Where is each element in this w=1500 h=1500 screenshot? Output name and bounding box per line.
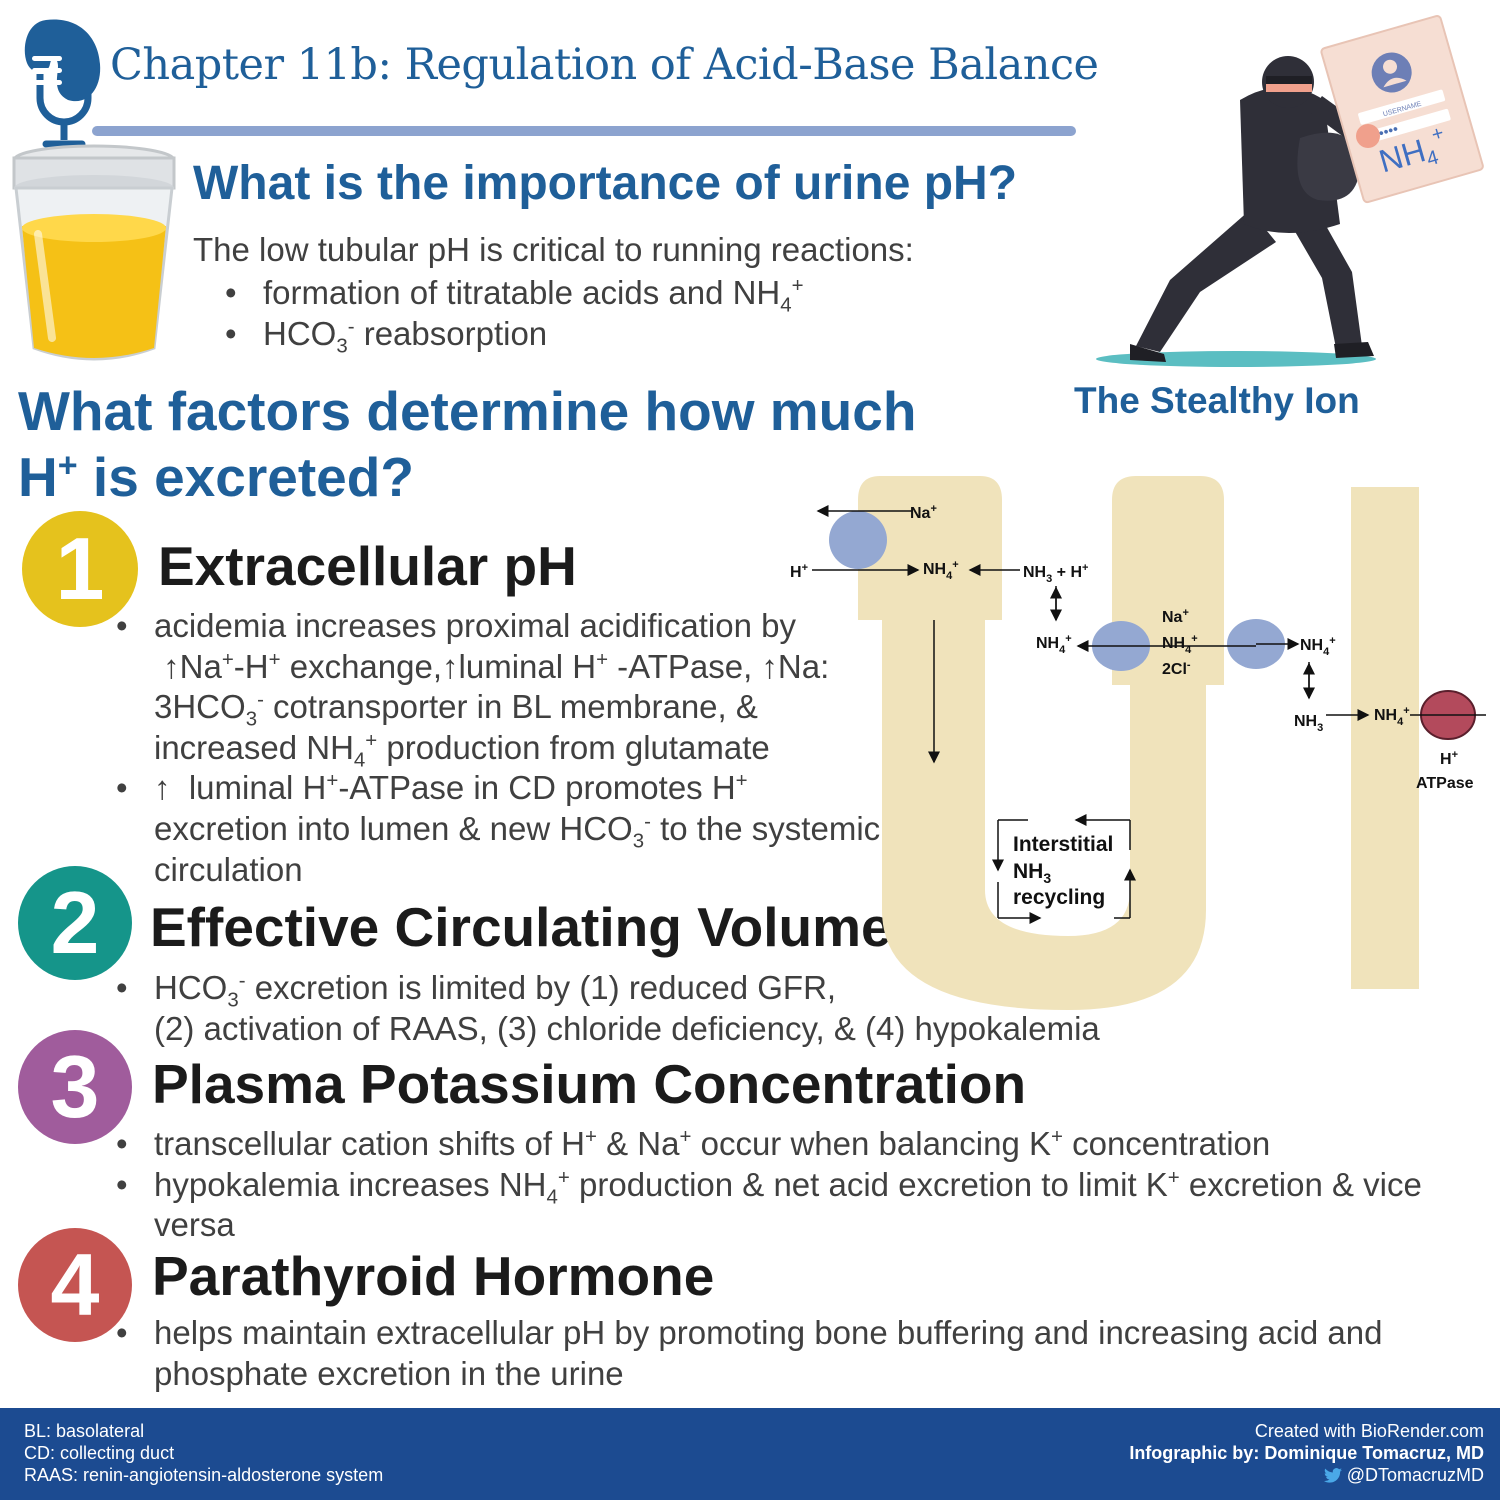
label-na-mid: Na+ — [1162, 607, 1189, 626]
chapter-title: Chapter 11b: Regulation of Acid-Base Bal… — [110, 40, 1099, 90]
factor-2-number-badge: 2 — [18, 866, 132, 980]
header-divider — [92, 126, 1076, 136]
label-nh3-h: NH3 + H+ — [1023, 562, 1088, 585]
twitter-handle-row[interactable]: @DTomacruzMD — [1129, 1464, 1484, 1486]
urine-ph-question-heading: What is the importance of urine pH? — [193, 157, 1018, 210]
author-credit: Infographic by: Dominique Tomacruz, MD — [1129, 1443, 1484, 1463]
factor-3-title: Plasma Potassium Concentration — [152, 1053, 1027, 1115]
na-h-exchanger — [829, 511, 887, 569]
label-nh4-mid-right: NH4+ — [1300, 635, 1336, 658]
factor-2-title: Effective Circulating Volume — [150, 896, 892, 958]
label-h-left: H+ — [790, 562, 808, 581]
list-item: HCO3- excretion is limited by (1) reduce… — [116, 968, 1256, 1049]
label-na-top: Na+ — [910, 503, 937, 522]
label-recycling-1: Interstitial — [1013, 833, 1113, 856]
created-with: Created with BioRender.com — [1254, 1421, 1484, 1441]
abbreviation-cd: CD: collecting duct — [24, 1443, 175, 1463]
abbreviation-raas: RAAS: renin-angiotensin-aldosterone syst… — [24, 1465, 384, 1485]
credits: Created with BioRender.com Infographic b… — [1129, 1420, 1484, 1486]
abbreviation-bl: BL: basolateral — [24, 1421, 145, 1441]
footer: BL: basolateral CD: collecting duct RAAS… — [0, 1408, 1500, 1500]
list-item: HCO3- reabsorption — [225, 313, 804, 356]
kidney-microphone-logo — [24, 19, 101, 148]
twitter-handle[interactable]: @DTomacruzMD — [1346, 1465, 1484, 1485]
factor-1-bullets: acidemia increases proximal acidificatio… — [116, 606, 886, 890]
urine-ph-bullets: formation of titratable acids and NH4+ H… — [225, 272, 804, 356]
label-2cl-mid: 2Cl- — [1162, 659, 1191, 678]
factor-3-number-badge: 3 — [18, 1030, 132, 1144]
label-atpase: ATPase — [1416, 775, 1474, 792]
list-item: transcellular cation shifts of H+ & Na+ … — [116, 1124, 1486, 1165]
urine-cup-icon — [12, 144, 176, 361]
factor-4-number-badge: 4 — [18, 1228, 132, 1342]
label-h-atpase: H+ — [1440, 749, 1458, 768]
list-item: hypokalemia increases NH4+ production & … — [116, 1165, 1486, 1246]
factor-3-bullets: transcellular cation shifts of H+ & Na+ … — [116, 1124, 1486, 1246]
factor-4-title: Parathyroid Hormone — [152, 1245, 715, 1307]
urine-ph-intro: The low tubular pH is critical to runnin… — [193, 231, 914, 268]
label-nh3-right: NH3 — [1294, 713, 1323, 734]
abbreviation-list: BL: basolateral CD: collecting duct RAAS… — [24, 1420, 383, 1486]
factor-1-title: Extracellular pH — [158, 535, 577, 597]
list-item: helps maintain extracellular pH by promo… — [116, 1313, 1486, 1394]
label-nh4-mid-left: NH4+ — [1036, 633, 1072, 656]
label-recycling-3: recycling — [1013, 886, 1105, 909]
nephron-ammonium-diagram: Na+ H+ NH4+ NH3 + H+ NH4+ Na+ NH4+ 2Cl- … — [790, 476, 1486, 1010]
list-item: acidemia increases proximal acidificatio… — [116, 606, 886, 770]
factor-2-bullets: HCO3- excretion is limited by (1) reduce… — [116, 968, 1256, 1049]
stealthy-ion-thief-illustration: USERNAME ••••• NH4+ — [1096, 14, 1484, 367]
loop-of-henle-tubule — [858, 476, 1224, 1010]
collecting-duct-tubule — [1351, 487, 1419, 989]
label-recycling-2: NH3 — [1013, 860, 1051, 886]
thief-caption: The Stealthy Ion — [1074, 380, 1360, 421]
factor-4-bullets: helps maintain extracellular pH by promo… — [116, 1313, 1486, 1394]
list-item: ↑ luminal H+-ATPase in CD promotes H+ ex… — [116, 768, 886, 890]
twitter-bird-icon — [1323, 1468, 1342, 1483]
list-item: formation of titratable acids and NH4+ — [225, 272, 804, 315]
